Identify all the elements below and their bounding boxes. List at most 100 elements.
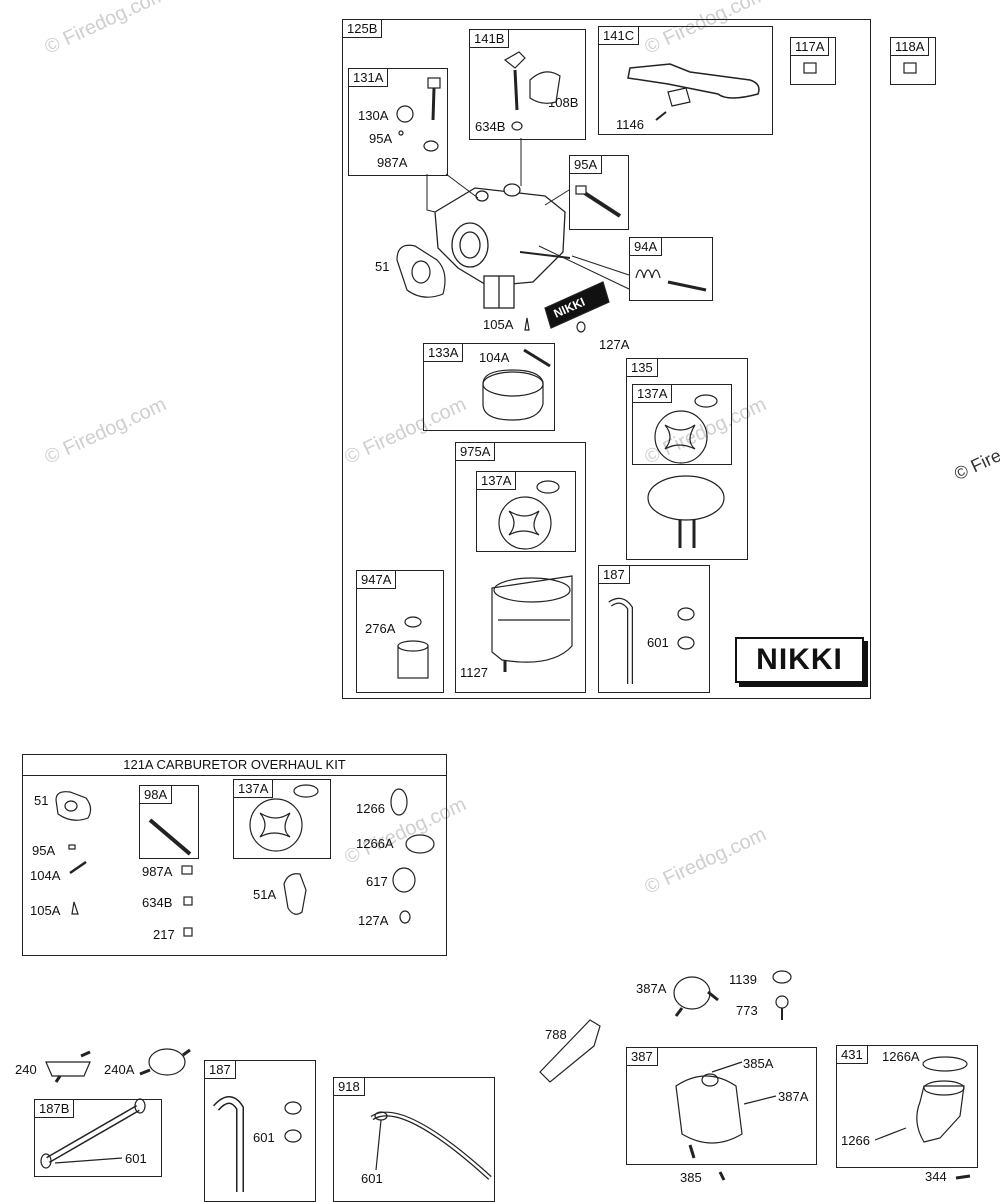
group-118A: 118A — [890, 37, 936, 85]
nikki-brand-label: NIKKI — [735, 637, 864, 683]
float-part — [482, 348, 551, 421]
main-assembly-box: 125B — [342, 19, 871, 699]
kit-title: 121A CARBURETOR OVERHAUL KIT — [23, 755, 446, 776]
fuel-bowl-part — [491, 575, 573, 672]
group-tag: 947A — [356, 570, 397, 589]
group-135: 135 — [626, 358, 748, 560]
fuel-hose-918-part — [370, 1111, 492, 1180]
kit-label-95A: 95A — [32, 843, 56, 858]
throttle-shaft-part — [503, 51, 561, 131]
group-tag: 187B — [34, 1099, 75, 1118]
group-133A: 133A — [423, 343, 555, 431]
group-tag: 387 — [626, 1047, 658, 1066]
part-label-773: 773 — [736, 1003, 758, 1018]
group-tag: 137A — [632, 384, 673, 403]
group-141B: 141B — [469, 29, 586, 140]
leader-lines — [426, 138, 630, 290]
bowl-gasket-part — [498, 394, 718, 550]
part-label-95A: 95A — [369, 131, 393, 146]
part-label-788: 788 — [545, 1027, 567, 1042]
kit-label-1266: 1266 — [356, 801, 385, 816]
part-label-601: 601 — [361, 1171, 383, 1186]
kit-label-51A: 51A — [253, 887, 277, 902]
part-label-127A: 127A — [599, 337, 630, 352]
group-187-top: 187 — [598, 565, 710, 693]
float-bowl-plate-part — [647, 475, 725, 548]
group-tag: 137A — [476, 471, 517, 490]
group-tag: 125B — [342, 19, 383, 38]
group-137A-right: 137A — [632, 384, 732, 465]
group-431: 431 — [836, 1045, 978, 1168]
fuel-pump-part — [673, 970, 792, 1020]
group-tag: 141C — [598, 26, 640, 45]
group-tag: 135 — [626, 358, 658, 377]
group-975A: 975A — [455, 442, 586, 693]
group-tag: 431 — [836, 1045, 868, 1064]
kit-label-127A: 127A — [358, 913, 389, 928]
group-131A: 131A — [348, 68, 448, 176]
group-947A: 947A — [356, 570, 444, 693]
kit-group-98A: 98A — [139, 785, 199, 859]
gasket-part — [396, 244, 446, 298]
choke-shaft-part — [396, 77, 441, 152]
part-label-240: 240 — [15, 1062, 37, 1077]
kit-label-617: 617 — [366, 874, 388, 889]
kit-label-634B: 634B — [142, 895, 173, 910]
group-141C: 141C — [598, 26, 773, 135]
group-tag: 918 — [333, 1077, 365, 1096]
part-label-1266: 1266 — [841, 1133, 870, 1148]
throttle-lever-part — [627, 63, 760, 121]
part-label-344: 344 — [925, 1169, 947, 1184]
part-label-1139: 1139 — [729, 972, 757, 987]
group-95A: 95A — [569, 155, 629, 230]
group-tag: 94A — [629, 237, 663, 256]
part-label-1266A: 1266A — [882, 1049, 920, 1064]
part-label-1146: 1146 — [616, 117, 644, 132]
kit-parts — [55, 784, 435, 937]
kit-group-137A: 137A — [233, 779, 331, 859]
part-label-105A: 105A — [483, 317, 514, 332]
group-187B: 187B — [34, 1099, 162, 1177]
part-label-601: 601 — [125, 1151, 147, 1166]
kit-label-51: 51 — [34, 793, 49, 808]
part-label-385: 385 — [680, 1170, 702, 1185]
group-387: 387 — [626, 1047, 817, 1165]
part-label-104A: 104A — [479, 350, 510, 365]
kit-label-217: 217 — [153, 927, 175, 942]
group-tag: 975A — [455, 442, 496, 461]
group-tag: 187 — [204, 1060, 236, 1079]
fuel-line-187B-part — [40, 1098, 146, 1169]
group-tag: 141B — [469, 29, 510, 48]
group-tag: 137A — [233, 779, 274, 798]
group-tag: 133A — [423, 343, 464, 362]
group-tag: 187 — [598, 565, 630, 584]
group-94A: 94A — [629, 237, 713, 301]
bracket-788-part — [539, 1019, 601, 1083]
elbow-431-part — [874, 1056, 971, 1180]
part-label-634B: 634B — [475, 119, 506, 134]
kit-label-1266A: 1266A — [356, 836, 394, 851]
carburetor-overhaul-kit-box: 121A CARBURETOR OVERHAUL KIT — [22, 754, 447, 956]
fuel-hose-187-part — [212, 1096, 302, 1192]
group-tag: 98A — [139, 785, 173, 804]
part-label-385A: 385A — [743, 1056, 774, 1071]
kit-label-104A: 104A — [30, 868, 61, 883]
mixture-screw-part — [575, 185, 622, 218]
group-tag: 118A — [890, 37, 930, 56]
kit-label-105A: 105A — [30, 903, 61, 918]
part-label-601: 601 — [253, 1130, 275, 1145]
group-tag: 95A — [569, 155, 603, 174]
fuel-filter-part — [45, 1048, 191, 1083]
part-label-51: 51 — [375, 259, 390, 274]
part-label-987A: 987A — [377, 155, 408, 170]
part-label-276A: 276A — [365, 621, 396, 636]
group-137A-mid: 137A — [476, 471, 576, 552]
part-label-240A: 240A — [104, 1062, 135, 1077]
nikki-tag-part — [544, 281, 610, 329]
part-label-387A-top: 387A — [636, 981, 667, 996]
fuel-pump-387-part — [675, 1061, 777, 1181]
kit-label-987A: 987A — [142, 864, 173, 879]
group-918: 918 — [333, 1077, 495, 1202]
group-tag: 131A — [348, 68, 389, 87]
